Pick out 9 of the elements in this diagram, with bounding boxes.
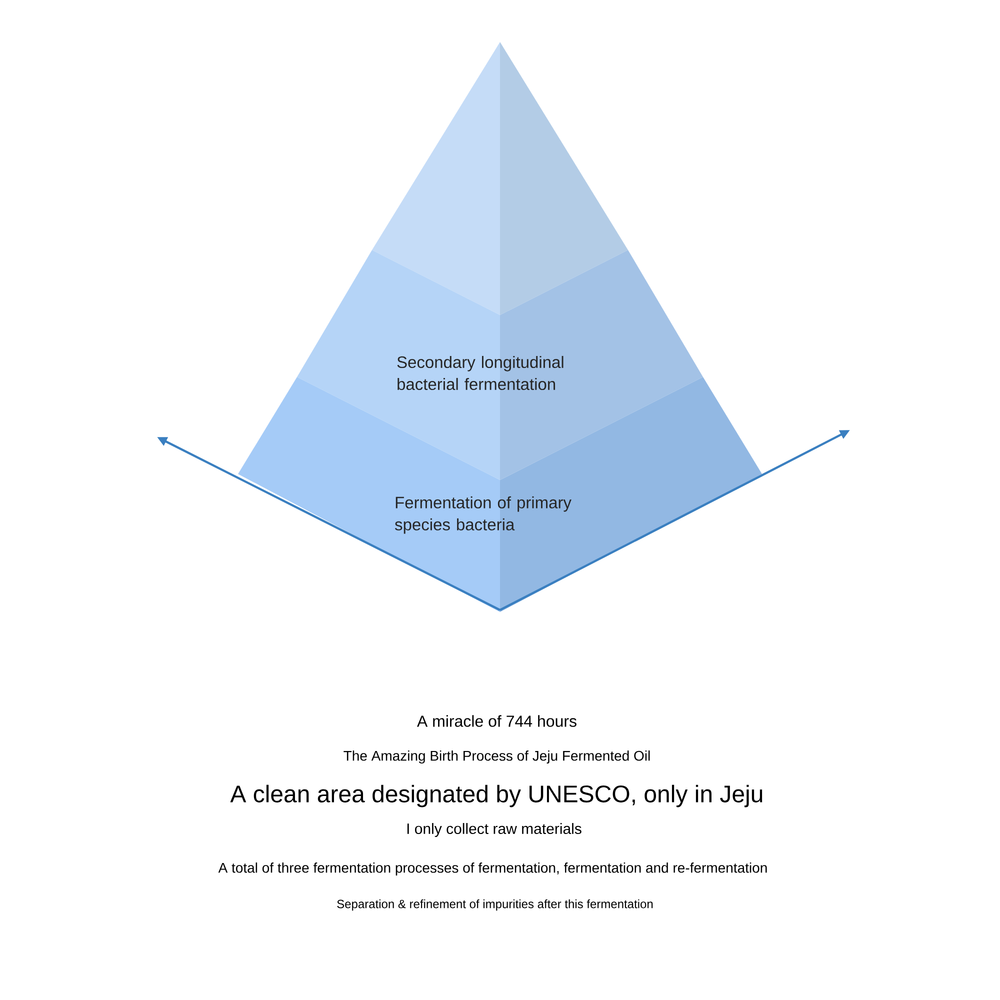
- caption-text: I only collect raw materials: [407, 823, 582, 837]
- pyramid-tier: Secondary longitudinal bacterial fermentation: [297, 250, 703, 480]
- caption-text: Separation & refinement of impurities after this fermentation: [337, 899, 653, 911]
- caption-text: A total of three fermentation processes of fermentation, fermentation and re-fermentation: [218, 862, 767, 876]
- pyramid-tier: [372, 42, 628, 315]
- caption-text: A clean area designated by UNESCO, only in Jeju: [230, 784, 762, 808]
- node-label: species bacteria: [394, 518, 515, 534]
- caption-text: A miracle of 744 hours: [417, 715, 576, 727]
- caption-text: The Amazing Birth Process of Jeju Fermented Oil: [344, 750, 650, 764]
